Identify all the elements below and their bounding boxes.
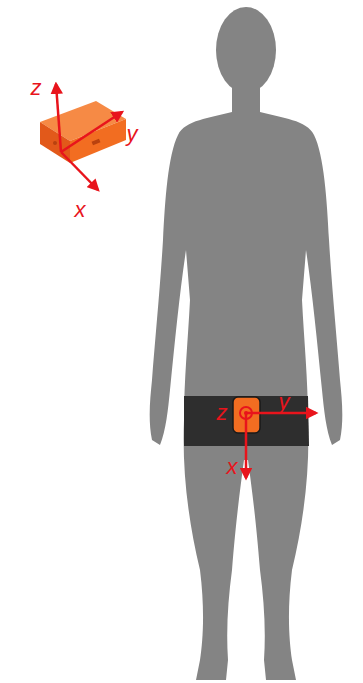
- axis-label: y: [127, 123, 138, 145]
- axis-label: x: [227, 456, 238, 478]
- axis-label: x: [75, 199, 86, 221]
- human-silhouette: [150, 7, 343, 680]
- axis-label: z: [31, 77, 42, 99]
- axis-label: y: [279, 391, 290, 413]
- body-axes: [240, 407, 316, 478]
- device-axes: [56, 84, 122, 190]
- sensor-device: [40, 101, 126, 163]
- axis-label: z: [217, 402, 228, 424]
